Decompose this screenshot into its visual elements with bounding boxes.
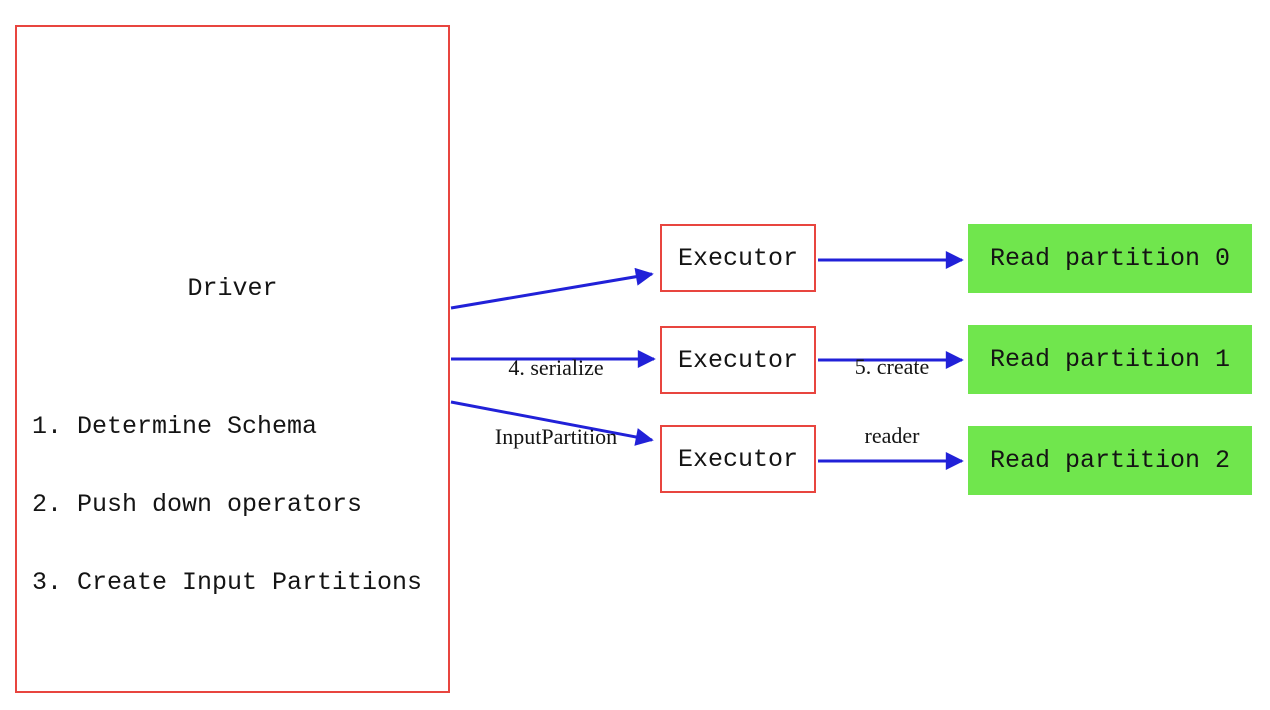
serialize-label-line-2: InputPartition [494, 424, 618, 449]
driver-step-2: 2. Push down operators [32, 490, 363, 519]
read-partition-label-0: Read partition 0 [989, 244, 1231, 273]
create-reader-label: 5. create reader [792, 309, 992, 493]
reader-label-line-1: 5. create [854, 354, 930, 379]
driver-title: Driver [187, 274, 278, 303]
executor-box-1: Executor [660, 326, 816, 394]
executor-box-0: Executor [660, 224, 816, 292]
arrow-driver-to-executor-0 [450, 267, 654, 310]
read-partition-box-2: Read partition 2 [968, 426, 1252, 495]
driver-step-1: 1. Determine Schema [32, 412, 318, 441]
executor-box-2: Executor [660, 425, 816, 493]
executor-label-1: Executor [677, 345, 799, 375]
driver-steps: 1. Determine Schema 2. Push down operato… [32, 362, 422, 648]
executor-label-0: Executor [677, 243, 799, 273]
read-partition-label-1: Read partition 1 [989, 345, 1231, 374]
read-partition-label-2: Read partition 2 [989, 446, 1231, 475]
driver-step-3: 3. Create Input Partitions [32, 568, 423, 597]
driver-box: Driver 1. Determine Schema 2. Push down … [15, 25, 450, 693]
reader-label-line-2: reader [864, 423, 920, 448]
read-partition-box-0: Read partition 0 [968, 224, 1252, 293]
executor-label-2: Executor [677, 444, 799, 474]
read-partition-box-1: Read partition 1 [968, 325, 1252, 394]
serialize-inputpartition-label: 4. serialize InputPartition [446, 310, 666, 494]
serialize-label-line-1: 4. serialize [508, 355, 604, 380]
